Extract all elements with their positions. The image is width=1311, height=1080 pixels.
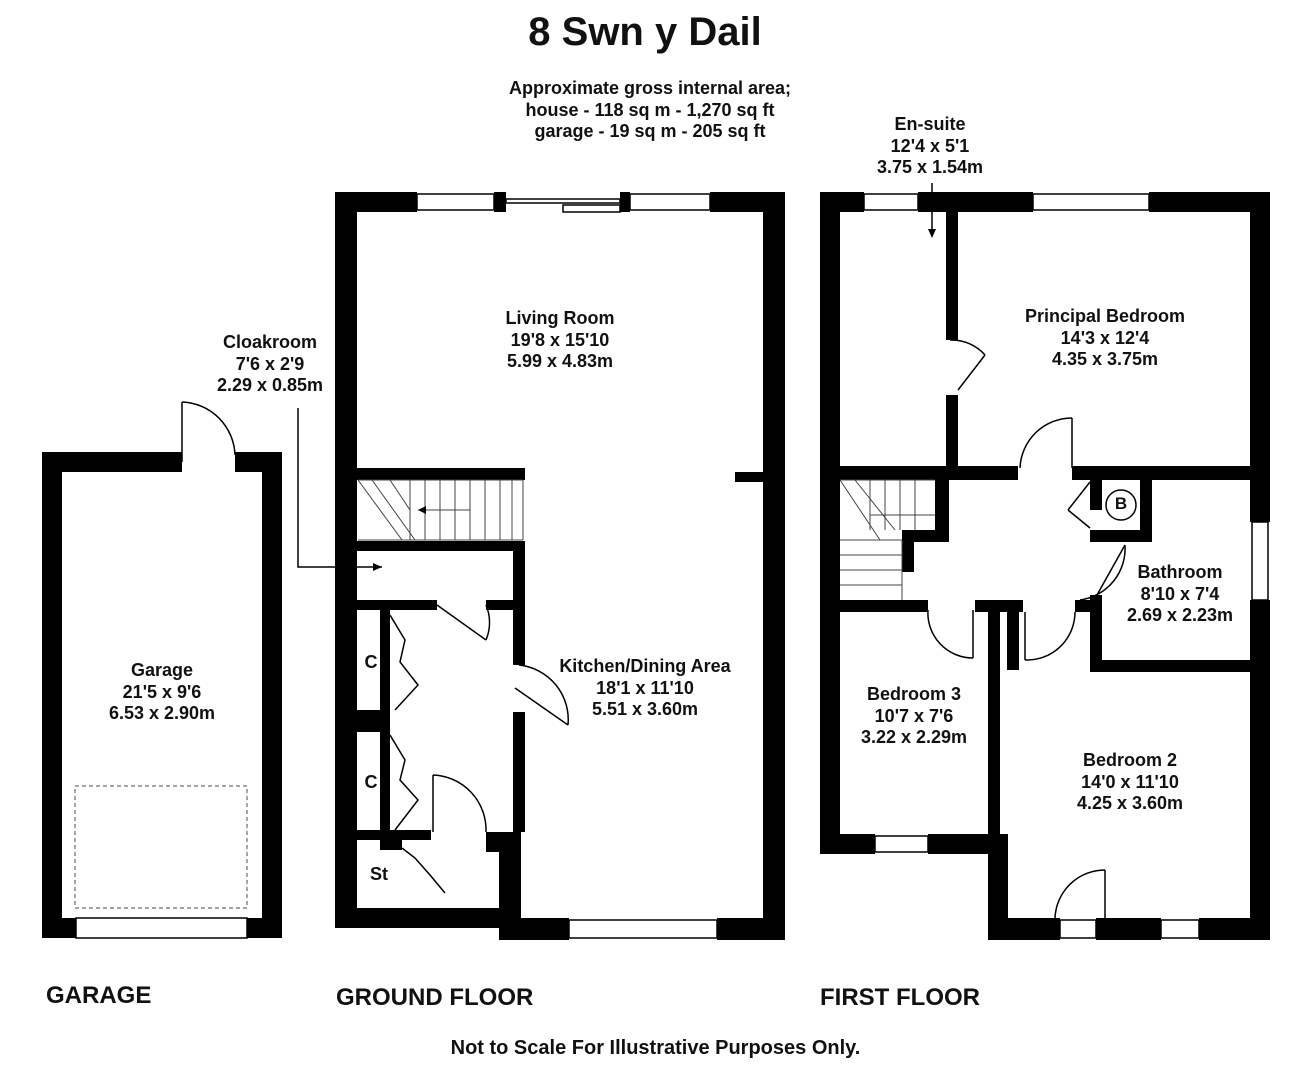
room-label-bedroom-3: Bedroom 3 10'7 x 7'6 3.22 x 2.29m — [840, 684, 988, 749]
property-title: 8 Swn y Dail — [528, 10, 762, 54]
room-imperial: 21'5 x 9'6 — [122, 681, 202, 702]
garage-plan — [42, 401, 282, 939]
area-line-3: garage - 19 sq m - 205 sq ft — [534, 121, 766, 142]
disclaimer: Not to Scale For Illustrative Purposes O… — [450, 1037, 861, 1059]
store-label: St — [370, 864, 388, 884]
floor-label-garage: GARAGE — [46, 982, 152, 1009]
room-name: En-suite — [894, 114, 966, 134]
room-label-kitchen-dining: Kitchen/Dining Area 18'1 x 11'10 5.51 x … — [535, 656, 755, 721]
first-floor-plan — [820, 183, 1270, 940]
room-name: Kitchen/Dining Area — [559, 656, 731, 676]
room-metric: 2.29 x 0.85m — [216, 375, 324, 396]
room-metric: 2.69 x 2.23m — [1126, 605, 1234, 626]
room-name: Bedroom 3 — [866, 684, 962, 704]
room-imperial: 14'0 x 11'10 — [1081, 771, 1179, 792]
room-imperial: 10'7 x 7'6 — [874, 705, 954, 726]
room-label-bedroom-2: Bedroom 2 14'0 x 11'10 4.25 x 3.60m — [1030, 750, 1230, 815]
room-metric: 4.25 x 3.60m — [1076, 793, 1184, 814]
room-metric: 3.75 x 1.54m — [876, 157, 984, 178]
room-imperial: 7'6 x 2'9 — [235, 353, 305, 374]
room-metric: 5.99 x 4.83m — [506, 351, 614, 372]
room-imperial: 12'4 x 5'1 — [890, 135, 970, 156]
cupboard-label: C — [364, 652, 378, 672]
garage-door-opening — [75, 917, 248, 939]
room-name: Bedroom 2 — [1082, 750, 1178, 770]
room-label-living-room: Living Room 19'8 x 15'10 5.99 x 4.83m — [460, 308, 660, 373]
room-metric: 3.22 x 2.29m — [860, 727, 968, 748]
area-summary: Approximate gross internal area; house -… — [450, 78, 850, 143]
boiler-label: B — [1114, 494, 1128, 513]
room-metric: 4.35 x 3.75m — [1051, 349, 1159, 370]
room-metric: 5.51 x 3.60m — [591, 699, 699, 720]
ground-floor-plan — [297, 192, 785, 940]
area-line-1: Approximate gross internal area; — [508, 78, 792, 98]
floor-label-ground: GROUND FLOOR — [336, 984, 534, 1011]
room-imperial: 18'1 x 11'10 — [596, 677, 694, 698]
room-label-cloakroom: Cloakroom 7'6 x 2'9 2.29 x 0.85m — [200, 332, 340, 397]
room-label-bathroom: Bathroom 8'10 x 7'4 2.69 x 2.23m — [1105, 562, 1255, 627]
room-name: Principal Bedroom — [1024, 306, 1186, 326]
room-name: Garage — [130, 660, 194, 680]
area-line-2: house - 118 sq m - 1,270 sq ft — [525, 99, 775, 120]
boiler-symbol — [1105, 489, 1137, 521]
room-name: Living Room — [505, 308, 615, 328]
cupboard-label: C — [364, 772, 378, 792]
room-label-principal-bedroom: Principal Bedroom 14'3 x 12'4 4.35 x 3.7… — [995, 306, 1215, 371]
room-metric: 6.53 x 2.90m — [108, 703, 216, 724]
room-imperial: 8'10 x 7'4 — [1140, 583, 1220, 604]
room-imperial: 14'3 x 12'4 — [1060, 327, 1150, 348]
room-label-garage: Garage 21'5 x 9'6 6.53 x 2.90m — [62, 660, 262, 725]
room-label-en-suite: En-suite 12'4 x 5'1 3.75 x 1.54m — [850, 114, 1010, 179]
room-name: Cloakroom — [222, 332, 318, 352]
room-name: Bathroom — [1137, 562, 1223, 582]
room-imperial: 19'8 x 15'10 — [510, 329, 610, 350]
floor-label-first: FIRST FLOOR — [820, 984, 980, 1011]
